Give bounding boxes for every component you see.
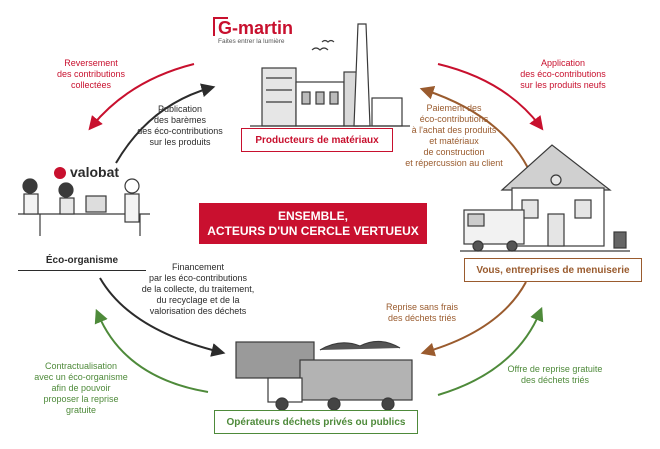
flow-text-line: des barèmes: [153, 115, 207, 125]
arrow-reversement: [88, 63, 195, 131]
flow-text-line: à l'achat des produits: [411, 125, 497, 135]
flow-text-line: et matériaux: [429, 136, 479, 146]
center-line-1: ENSEMBLE,: [277, 208, 348, 223]
center-line-2: ACTEURS D'UN CERCLE VERTUEUX: [207, 223, 419, 238]
flow-text-line: Contractualisation: [44, 361, 118, 371]
flow-text-line: proposer la reprise: [43, 394, 119, 404]
flow-text-line: Offre de reprise gratuite: [507, 364, 603, 374]
trucks-illustration: [235, 340, 413, 411]
flow-text-line: éco-contributions: [419, 114, 489, 124]
flow-text-line: de la collecte, du traitement,: [141, 284, 255, 294]
flow-text-line: sur les produits: [149, 137, 211, 147]
flow-text-line: afin de pouvoir: [51, 383, 111, 393]
flow-text-line: avec un éco-organisme: [34, 372, 128, 382]
flow-text-line: et répercussion au client: [405, 158, 503, 168]
flow-text-line: collectées: [70, 80, 112, 90]
flow-text-line: des éco-contributions: [137, 126, 223, 136]
arrow-financement: [99, 277, 226, 357]
flow-text-line: des déchets triés: [520, 375, 590, 385]
flow-text-line: valorisation des déchets: [149, 306, 247, 316]
arrow-reprise: [420, 281, 527, 357]
flow-text-line: sur les produits neufs: [520, 80, 606, 90]
flow-text-line: des éco-contributions: [520, 69, 606, 79]
flow-text-line: de construction: [423, 147, 485, 157]
gmartin-logo-frame: [213, 17, 228, 36]
gmartin-logo: G-martin Faites entrer la lumière: [218, 18, 308, 46]
flow-text-line: des contributions: [56, 69, 126, 79]
arrow-publication: [115, 83, 216, 164]
flow-text-line: Paiement des: [426, 103, 482, 113]
flow-text-line: Reprise sans frais: [385, 302, 459, 312]
valobat-logo-icon: [54, 167, 66, 179]
producers-box: Producteurs de matériaux: [241, 128, 393, 152]
flow-text-line: Reversement: [64, 58, 118, 68]
arrow-contractualisation: [94, 308, 209, 393]
house-illustration: [460, 144, 630, 252]
flow-text-line: du recyclage et de la: [156, 295, 240, 305]
flow-text-line: Financement: [171, 262, 225, 272]
gmartin-logo-tagline: Faites entrer la lumière: [218, 38, 285, 45]
arrow-paiement: [419, 86, 529, 169]
arrow-offre: [437, 306, 544, 396]
factory-illustration: [250, 23, 410, 127]
flow-text-line: des déchets triés: [387, 313, 457, 323]
flow-text-line: Publication: [157, 104, 203, 114]
menuiserie-box: Vous, entreprises de menuiserie: [464, 258, 642, 282]
valobat-logo: valobat: [70, 164, 120, 180]
gmartin-logo-name: G-martin: [218, 18, 294, 38]
flow-text-line: gratuite: [65, 405, 97, 415]
flow-text-line: par les éco-contributions: [148, 273, 248, 283]
arrow-application: [437, 63, 544, 131]
flow-text-line: Application: [540, 58, 586, 68]
office-illustration: [18, 178, 150, 236]
eco-organisme-box: Éco-organisme: [18, 250, 146, 271]
operators-box: Opérateurs déchets privés ou publics: [214, 410, 418, 434]
center-banner: ENSEMBLE, ACTEURS D'UN CERCLE VERTUEUX: [199, 203, 427, 244]
